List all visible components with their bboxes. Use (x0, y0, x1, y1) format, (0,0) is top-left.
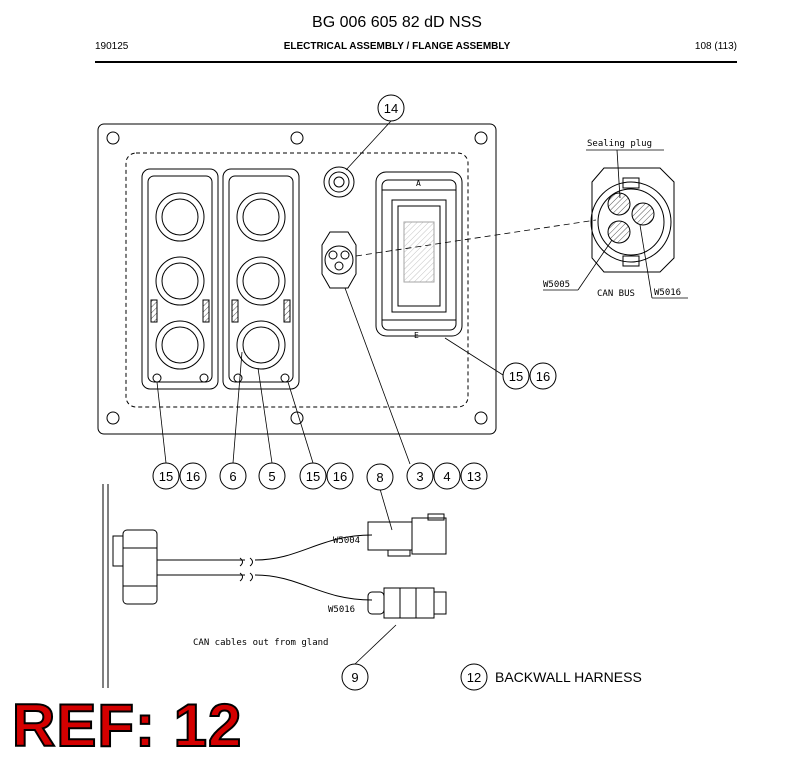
can-cables-label: CAN cables out from gland (193, 638, 328, 648)
svg-text:15: 15 (509, 369, 523, 384)
header-rule (95, 61, 737, 63)
svg-text:13: 13 (467, 469, 481, 484)
backwall-harness (102, 484, 373, 688)
connector-block-middle (222, 168, 300, 390)
projection-line (355, 219, 597, 257)
callout-15-c: 15 (299, 462, 327, 490)
callout-5: 5 (258, 462, 286, 490)
callout-6: 6 (219, 462, 247, 490)
cable-gland (323, 166, 355, 198)
connector-tag-a: A (416, 179, 421, 188)
callout-8: 8 (366, 463, 394, 491)
callout-12: 12 (460, 663, 488, 691)
connector-w5016 (367, 587, 447, 619)
callout-16-b: 16 (179, 462, 207, 490)
callout-15-b: 15 (152, 462, 180, 490)
callout-4: 4 (433, 462, 461, 490)
callout-3: 3 (406, 462, 434, 490)
backwall-harness-label: BACKWALL HARNESS (495, 669, 642, 685)
callout-16-c: 16 (326, 462, 354, 490)
connector-block-left (141, 168, 219, 390)
callout-14: 14 (377, 94, 405, 122)
svg-text:16: 16 (536, 369, 550, 384)
document-number: 190125 (95, 41, 129, 52)
callout-15-a: 15 (502, 362, 530, 390)
document-title: BG 006 605 82 dD NSS (312, 14, 482, 31)
svg-text:15: 15 (306, 469, 320, 484)
svg-text:5: 5 (268, 469, 275, 484)
leader-lines (156, 120, 504, 665)
large-connector (375, 171, 463, 337)
w5004-label: W5004 (333, 536, 360, 546)
connector-tag-e: E (414, 331, 419, 340)
callout-13: 13 (460, 462, 488, 490)
section-title: ELECTRICAL ASSEMBLY / FLANGE ASSEMBLY (283, 41, 511, 52)
svg-text:16: 16 (333, 469, 347, 484)
svg-text:12: 12 (467, 670, 481, 685)
detail-annotations (543, 149, 688, 299)
svg-text:4: 4 (443, 469, 450, 484)
w5016-bottom-label: W5016 (328, 605, 355, 615)
svg-text:9: 9 (351, 670, 358, 685)
svg-text:6: 6 (229, 469, 236, 484)
svg-text:3: 3 (416, 469, 423, 484)
svg-text:14: 14 (384, 101, 398, 116)
svg-text:16: 16 (186, 469, 200, 484)
can-bus-label: CAN BUS (597, 289, 635, 299)
can-connector-detail (590, 167, 675, 273)
w5016-top-label: W5016 (654, 288, 681, 298)
flange-plate (97, 123, 497, 435)
sealing-plug-label: Sealing plug (587, 139, 652, 149)
w5005-label: W5005 (543, 280, 570, 290)
page-number: 108 (113) (694, 41, 737, 52)
ref-badge: REF: 12 (11, 692, 243, 759)
can-bus-connector (321, 231, 357, 289)
svg-text:15: 15 (159, 469, 173, 484)
callout-16-a: 16 (529, 362, 557, 390)
callout-9: 9 (341, 663, 369, 691)
svg-text:8: 8 (376, 470, 383, 485)
connector-w5004 (367, 513, 447, 557)
